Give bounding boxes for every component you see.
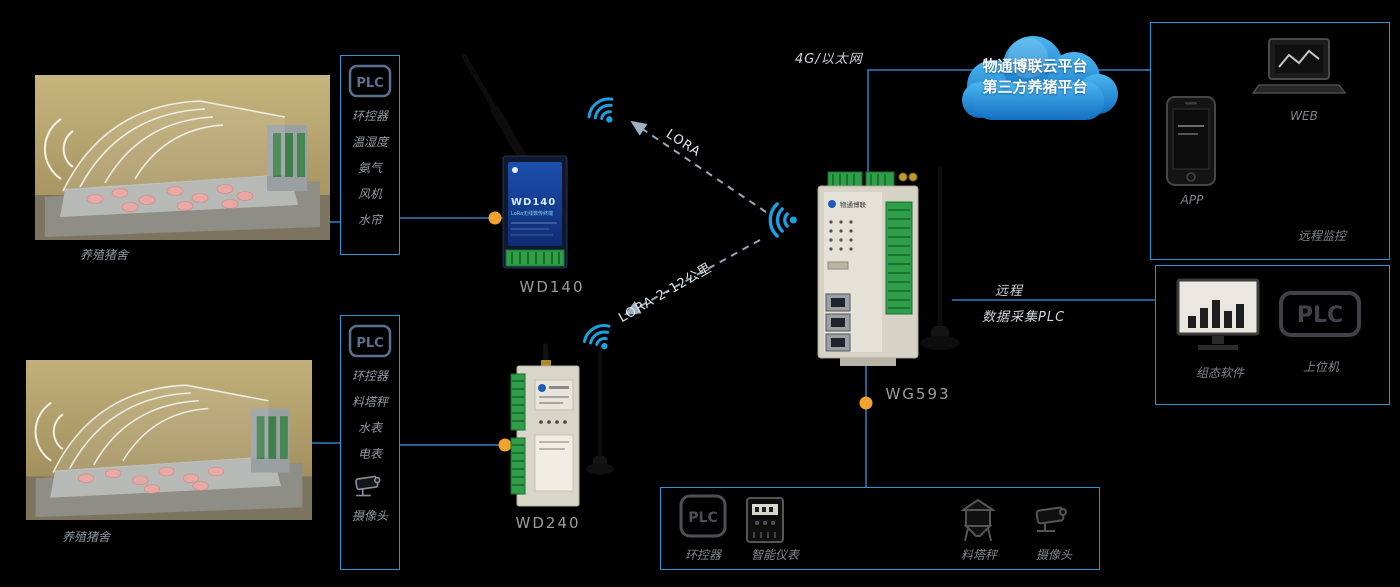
app-label: APP [1180,193,1204,207]
plc-logo-text: PLC [356,76,383,91]
pig-barn-photo-bottom [25,360,313,520]
ethernet-ports [825,293,851,352]
camera-icon [355,475,381,497]
plc-logo-text: PLC [356,336,383,351]
smart-meter-icon [746,497,784,543]
cloud-text: 物通博联云平台 第三方养猪平台 [952,56,1118,98]
wd140-panel-subtitle: LoRa无线数传终端 [511,210,553,217]
wd140-caption: WD140 [519,278,585,296]
plc-logo-icon: PLC [348,324,392,358]
camera-icon [1035,506,1067,532]
pig-barn-photo-top [35,75,330,240]
wg593-gateway: 物通博联 [817,165,960,366]
sensor-item: 环控器 [351,109,388,123]
photo-bottom-caption: 养殖猪舍 [62,530,111,544]
wd140-antenna [461,53,528,163]
equipment-box: PLC 环控器 智能 [660,487,1100,570]
smartphone-icon [1166,96,1216,186]
sensor-item: 环控器 [351,369,388,383]
equipment-label: 摄像头 [1035,548,1072,562]
remote-collect-label-1: 远程 [995,284,1024,299]
wd240-whip-antenna [586,348,614,475]
scada-label: 组态软件 [1195,366,1244,380]
monitor-chart-icon [1176,278,1260,350]
sensor-item: 水表 [357,421,382,435]
remote-monitor-box: WEB APP 远程监控 [1150,22,1390,260]
wifi-icon-wd140 [587,97,614,123]
wd240-device [510,343,614,507]
sensor-item: 电表 [357,447,382,461]
sensor-item: 风机 [357,187,382,201]
signal-arcs [34,401,64,462]
remote-collect-label-2: 数据采集PLC [982,310,1066,325]
wd140-device: WD140 LoRa无线数传终端 [461,53,568,269]
cloud-line-2: 第三方养猪平台 [982,78,1088,96]
plc-logo-icon: PLC [1279,291,1361,337]
plc-logo-text: PLC [1297,303,1343,328]
pc-label: WEB [1290,109,1318,123]
sensor-item: 料塔秤 [351,395,388,409]
sensor-item: 温湿度 [351,135,388,149]
wg593-brand: 物通博联 [840,200,867,209]
plc-logo-icon: PLC [348,64,392,98]
sensor-box-bottom: PLC 环控器 料塔秤 水表 电表 摄像头 [340,315,400,570]
remote-box-caption: 远程监控 [1297,229,1346,243]
equipment-label: 料塔秤 [960,548,997,562]
lora-dashed-links [624,120,767,315]
signal-arcs [43,118,74,180]
equipment-label: 环控器 [684,548,721,562]
wan-label: 4G/以太网 [795,52,863,67]
wifi-icon-wd240 [582,324,611,350]
sensor-item: 氨气 [357,161,382,175]
scada-box: PLC 组态软件 上位机 [1155,265,1390,405]
equipment-label: 智能仪表 [750,548,799,562]
cloud-icon [962,36,1118,120]
host-label: 上位机 [1302,360,1339,374]
sensor-item: 水帘 [357,213,382,227]
laptop-icon [1251,38,1347,94]
wd240-caption: WD240 [515,514,581,532]
feed-silo-icon [961,498,995,542]
plc-logo-text: PLC [688,510,717,526]
wg593-whip-antenna [920,165,960,350]
wd140-panel-title: WD140 [511,197,556,208]
wg593-caption: WG593 [885,385,951,403]
junction-dots [488,211,873,452]
sensor-box-top: PLC 环控器 温湿度 氨气 风机 水帘 [340,55,400,255]
plc-logo-icon: PLC [679,494,727,538]
photo-top-caption: 养殖猪舍 [80,248,129,262]
cloud-line-1: 物通博联云平台 [982,57,1088,75]
sensor-item-camera: 摄像头 [351,509,388,523]
wifi-icon-wg593 [768,202,797,238]
